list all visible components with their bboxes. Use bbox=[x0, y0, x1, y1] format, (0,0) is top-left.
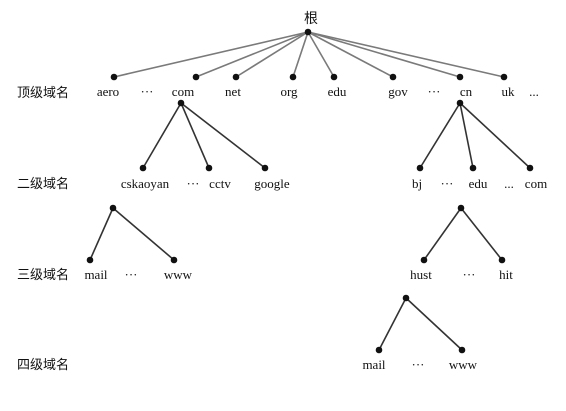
level-label-fourth: 四级域名 bbox=[17, 357, 69, 372]
label-cn-com: com bbox=[525, 176, 547, 191]
label-cn: cn bbox=[460, 84, 473, 99]
root-edges bbox=[113, 31, 505, 78]
label-second-ellipsis-com: ··· bbox=[187, 176, 200, 191]
edge-cskaoyan-mail bbox=[89, 207, 114, 261]
edge-root-aero bbox=[113, 31, 309, 78]
node-aero bbox=[110, 73, 118, 81]
label-org: org bbox=[280, 84, 298, 99]
node-bj bbox=[416, 164, 424, 172]
node-cskaoyan-branch bbox=[109, 204, 117, 212]
label-hust: hust bbox=[410, 267, 432, 282]
fourth-level-labels: mail ··· www bbox=[362, 357, 477, 372]
node-cctv bbox=[205, 164, 213, 172]
node-mail-2 bbox=[375, 346, 383, 354]
label-third-ellipsis-2: ··· bbox=[463, 267, 476, 282]
edge-root-uk bbox=[307, 31, 505, 78]
label-second-ellipsis-cn-1: ··· bbox=[441, 176, 454, 191]
label-third-ellipsis-1: ··· bbox=[125, 267, 138, 282]
node-dots bbox=[86, 28, 534, 354]
edge-root-gov bbox=[307, 31, 394, 78]
label-second-ellipsis-cn-2: ... bbox=[504, 176, 514, 191]
edge-hust-www bbox=[405, 297, 463, 351]
edge-hust-mail bbox=[378, 297, 407, 351]
label-gov: gov bbox=[388, 84, 408, 99]
top-level-labels: aero ··· com net org edu gov ··· cn uk .… bbox=[97, 84, 539, 99]
label-google: google bbox=[254, 176, 290, 191]
label-www-1: www bbox=[164, 267, 193, 282]
edge-cskaoyan-www bbox=[112, 207, 175, 261]
label-com: com bbox=[172, 84, 194, 99]
edge-edu-hit bbox=[460, 207, 503, 261]
label-fourth-ellipsis: ··· bbox=[412, 357, 425, 372]
third-level-labels: mail ··· www hust ··· hit bbox=[84, 267, 513, 282]
label-www-2: www bbox=[449, 357, 478, 372]
level-label-third: 三级域名 bbox=[17, 267, 69, 282]
node-hust bbox=[420, 256, 428, 264]
edge-com-cctv bbox=[180, 102, 210, 169]
node-gov bbox=[389, 73, 397, 81]
label-edu: edu bbox=[328, 84, 347, 99]
node-hust-branch bbox=[402, 294, 410, 302]
node-net bbox=[232, 73, 240, 81]
edge-com-google bbox=[180, 102, 266, 169]
subtree-edges bbox=[89, 102, 531, 351]
edge-cn-bj bbox=[419, 102, 461, 169]
label-net: net bbox=[225, 84, 241, 99]
node-root bbox=[304, 28, 312, 36]
label-top-ellipsis-3: ... bbox=[529, 84, 539, 99]
edge-root-net bbox=[235, 31, 309, 78]
node-uk bbox=[500, 73, 508, 81]
node-mail-1 bbox=[86, 256, 94, 264]
label-top-ellipsis-2: ··· bbox=[428, 84, 441, 99]
root-label: 根 bbox=[304, 11, 318, 27]
edge-cn-com bbox=[459, 102, 531, 169]
node-cn bbox=[456, 73, 464, 81]
label-hit: hit bbox=[499, 267, 513, 282]
edge-root-cn bbox=[307, 31, 461, 78]
edge-cn-edu bbox=[459, 102, 474, 169]
node-com bbox=[192, 73, 200, 81]
node-cn-edu bbox=[469, 164, 477, 172]
label-aero: aero bbox=[97, 84, 119, 99]
node-www-1 bbox=[170, 256, 178, 264]
edge-root-com bbox=[195, 31, 309, 78]
level-label-top: 顶级域名 bbox=[17, 85, 69, 100]
label-cn-edu: edu bbox=[469, 176, 488, 191]
level-label-second: 二级域名 bbox=[17, 176, 69, 191]
label-bj: bj bbox=[412, 176, 422, 191]
label-mail-1: mail bbox=[84, 267, 107, 282]
node-cn-edu-branch bbox=[457, 204, 465, 212]
edge-root-edu bbox=[307, 31, 335, 78]
label-top-ellipsis-1: ··· bbox=[141, 84, 154, 99]
node-edu bbox=[330, 73, 338, 81]
label-uk: uk bbox=[502, 84, 516, 99]
node-org bbox=[289, 73, 297, 81]
label-mail-2: mail bbox=[362, 357, 385, 372]
label-cskaoyan: cskaoyan bbox=[121, 176, 170, 191]
node-com-branch bbox=[177, 99, 185, 107]
edge-edu-hust bbox=[423, 207, 462, 261]
node-cn-branch bbox=[456, 99, 464, 107]
node-cn-com bbox=[526, 164, 534, 172]
second-level-labels: cskaoyan ··· cctv google bj ··· edu ... … bbox=[121, 176, 547, 191]
node-google bbox=[261, 164, 269, 172]
label-cctv: cctv bbox=[209, 176, 231, 191]
edge-root-org bbox=[292, 31, 309, 78]
node-www-2 bbox=[458, 346, 466, 354]
node-cskaoyan bbox=[139, 164, 147, 172]
edge-com-cskaoyan bbox=[142, 102, 182, 169]
node-hit bbox=[498, 256, 506, 264]
